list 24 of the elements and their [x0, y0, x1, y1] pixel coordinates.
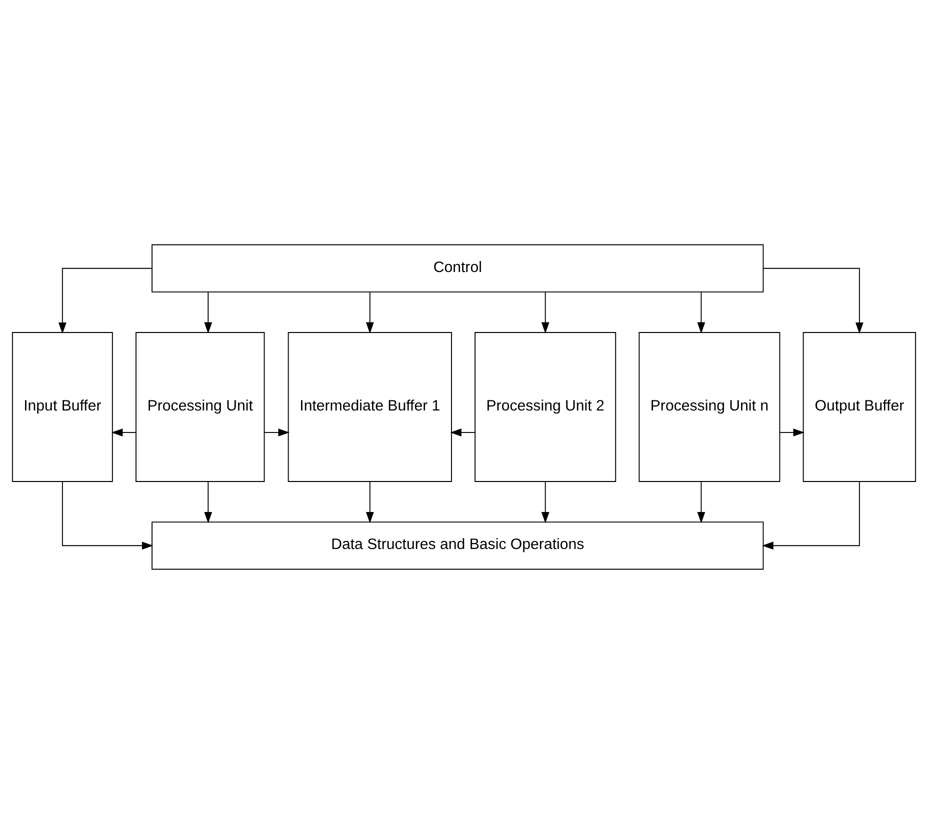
node-box: Control [152, 244, 764, 292]
arrow [58, 268, 152, 334]
arrow [264, 428, 290, 436]
arrow [697, 292, 706, 334]
node-box: Output Buffer [802, 332, 916, 482]
arrow [204, 292, 212, 334]
node-box: Processing Unit [136, 332, 265, 482]
arrow [762, 268, 864, 334]
node-box: Processing Unit n [638, 332, 780, 482]
arrow [111, 428, 136, 436]
arrow [697, 481, 706, 524]
arrow [541, 292, 550, 334]
arrow [541, 481, 550, 524]
arrow [450, 428, 476, 436]
node-box: Input Buffer [12, 332, 113, 482]
arrow [366, 292, 374, 334]
node-box: Data Structures and Basic Operations [152, 522, 764, 570]
arrow [780, 428, 805, 436]
arrow [762, 481, 860, 550]
arrow [62, 481, 154, 550]
node-box: Intermediate Buffer 1 [288, 332, 452, 482]
node-box: Processing Unit 2 [474, 332, 616, 482]
arrow [204, 481, 212, 524]
arrow [366, 481, 374, 524]
